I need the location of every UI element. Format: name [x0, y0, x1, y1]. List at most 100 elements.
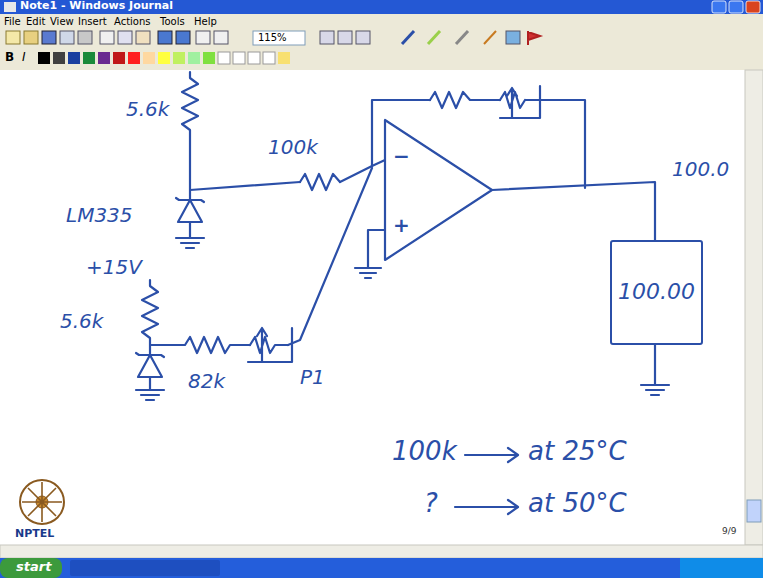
color-swatch — [278, 52, 290, 64]
wire — [340, 160, 385, 182]
page-number: 9/9 — [722, 527, 736, 537]
toolbar-icon — [42, 31, 56, 44]
arrow-symbol — [455, 500, 518, 514]
potentiometer-symbol — [248, 328, 292, 362]
temperature-note: at 25°C — [528, 437, 627, 466]
zener-diode-symbol — [176, 190, 204, 238]
toolbar-icons — [6, 31, 540, 45]
display-box: 100.00 — [610, 240, 703, 345]
zener-diode-symbol — [136, 345, 164, 390]
toolbar-icon — [356, 31, 370, 44]
horizontal-scrollbar — [0, 545, 763, 558]
toolbar-icon — [118, 31, 132, 44]
potentiometer-symbol — [500, 86, 585, 188]
zoom-box — [253, 31, 305, 45]
part-name: P1 — [300, 366, 325, 388]
eraser-icon — [456, 31, 468, 44]
logo-ring — [20, 480, 64, 524]
part-number: LM335 — [66, 204, 133, 226]
color-swatch — [233, 52, 245, 64]
color-swatch — [158, 52, 170, 64]
resistance-note: 100k — [392, 437, 457, 466]
wire — [368, 230, 385, 268]
ground-symbol — [641, 345, 669, 395]
minimize-button — [712, 1, 726, 13]
supply-voltage: +15V — [86, 256, 142, 278]
color-swatch — [248, 52, 260, 64]
scroll-thumb — [747, 500, 761, 522]
flag-icon — [528, 31, 540, 45]
lasso-icon — [484, 31, 496, 44]
toolbar-icon — [6, 31, 20, 44]
display-reading: 100.00 — [618, 280, 695, 304]
note-canvas — [0, 70, 745, 545]
menu-item: View — [50, 16, 74, 27]
nptel-logo — [20, 480, 64, 524]
resistor-symbol — [142, 280, 158, 345]
wire — [190, 182, 300, 190]
close-button — [746, 1, 760, 13]
color-swatch — [38, 52, 50, 64]
highlighter-icon — [428, 31, 440, 44]
bold-button: B — [5, 51, 14, 64]
inverting-input-sign: − — [393, 145, 410, 167]
menu-item: Actions — [114, 16, 151, 27]
temperature-note: at 50°C — [528, 489, 627, 518]
resistor-value: 5.6k — [126, 98, 169, 120]
resistor-symbol — [150, 337, 250, 353]
start-label: start — [16, 560, 51, 574]
window-title: Note1 - Windows Journal — [20, 0, 173, 12]
resistor-value: 5.6k — [60, 310, 103, 332]
color-swatch — [128, 52, 140, 64]
color-swatch — [188, 52, 200, 64]
opamp-symbol — [385, 120, 492, 260]
toolbar-icon — [100, 31, 114, 44]
wire — [288, 168, 372, 345]
ground-symbol — [136, 390, 164, 400]
toolbar-icon — [24, 31, 38, 44]
toolbar-icon — [136, 31, 150, 44]
color-swatch — [113, 52, 125, 64]
taskbar-item — [70, 560, 220, 576]
circuit — [136, 72, 669, 514]
toolbar-icon — [338, 31, 352, 44]
color-swatch — [173, 52, 185, 64]
toolbar-icon — [78, 31, 92, 44]
unknown-note: ? — [424, 489, 438, 518]
noninverting-input-sign: + — [393, 214, 410, 236]
toolbar-icon — [506, 31, 520, 44]
toolbar-icon — [214, 31, 228, 44]
reading-value: 100.0 — [672, 158, 729, 180]
color-swatch — [218, 52, 230, 64]
toolbar-icon — [196, 31, 210, 44]
color-palette — [38, 52, 290, 64]
toolbar-icon — [60, 31, 74, 44]
menu-item: Insert — [78, 16, 107, 27]
menu-item: Edit — [26, 16, 45, 27]
arrow-symbol — [465, 448, 518, 462]
color-swatch — [68, 52, 80, 64]
start-button — [0, 558, 62, 578]
resistor-symbol — [300, 174, 340, 190]
toolbar-icon — [320, 31, 334, 44]
app-icon — [4, 2, 16, 12]
resistor-symbol — [430, 92, 500, 108]
color-swatch — [203, 52, 215, 64]
system-tray — [680, 558, 763, 578]
menu-item: Help — [194, 16, 217, 27]
resistor-value: 100k — [268, 136, 318, 158]
menu-item: File — [4, 16, 21, 27]
resistor-value: 82k — [188, 370, 225, 392]
color-swatch — [98, 52, 110, 64]
color-swatch — [53, 52, 65, 64]
toolbar-icon — [158, 31, 172, 44]
zoom-value: 115% — [258, 32, 287, 43]
vertical-scrollbar — [745, 70, 763, 545]
logo-text: NPTEL — [15, 528, 54, 540]
pen-icon — [402, 31, 414, 44]
ground-symbol — [176, 238, 204, 248]
title-bar — [0, 0, 763, 14]
color-swatch — [143, 52, 155, 64]
italic-button: I — [22, 51, 26, 64]
